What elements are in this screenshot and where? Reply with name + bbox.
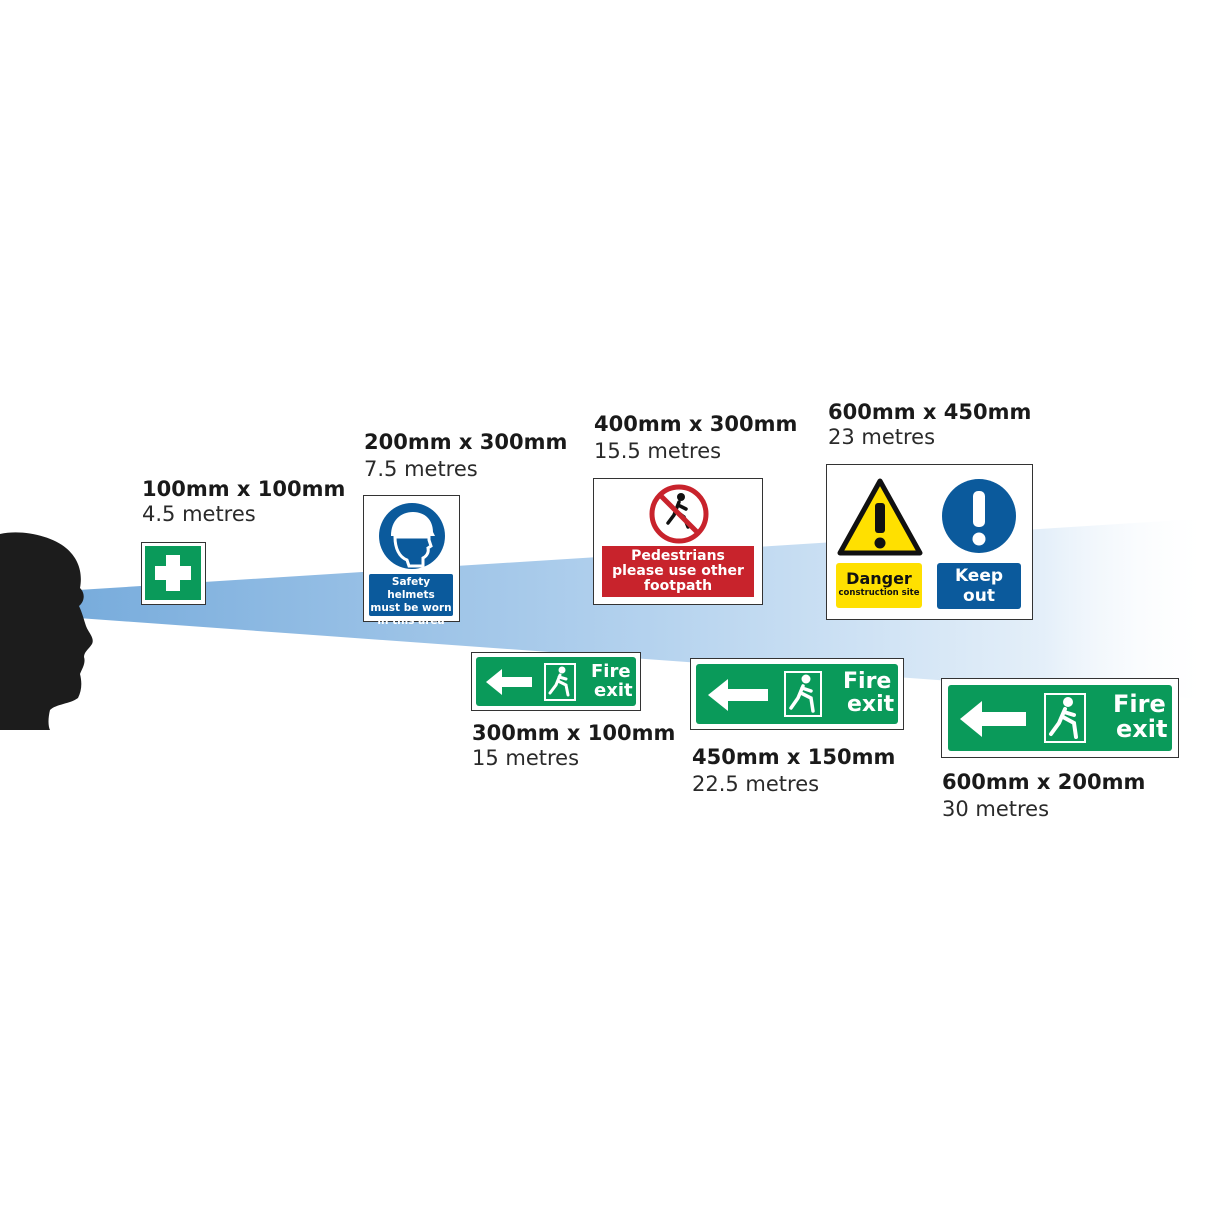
helmet-text-panel: Safety helmets must be worn in this area <box>369 574 453 627</box>
sign-1-distance: 4.5 metres <box>142 502 256 526</box>
left-arrow-icon <box>486 669 532 695</box>
running-man-icon <box>544 663 576 701</box>
head-silhouette <box>0 532 93 730</box>
warning-triangle-icon <box>837 478 923 556</box>
sign-fire-exit-small: Fire exit <box>471 652 641 711</box>
sign-2-distance: 7.5 metres <box>364 457 478 481</box>
fire-exit-large-panel: Fire exit <box>948 685 1172 751</box>
no-pedestrians-icon <box>649 484 709 544</box>
helmet-text-line-2: must be worn <box>370 602 452 614</box>
sign-2-size: 200mm x 300mm <box>364 430 568 454</box>
running-man-icon <box>1044 693 1086 743</box>
fire-exit-large-line-2: exit <box>1116 715 1168 743</box>
pedestrians-text-line-1: Pedestrians <box>631 548 725 564</box>
left-arrow-icon <box>960 701 1026 737</box>
fire-exit-medium-panel: Fire exit <box>696 664 898 724</box>
fire-exit-small-line-2: exit <box>594 680 633 701</box>
sign-3-size: 400mm x 300mm <box>594 412 798 436</box>
keep-out-panel: Keep out <box>937 563 1021 609</box>
pedestrians-text-panel: Pedestrians please use other footpath <box>602 546 754 597</box>
running-man-icon <box>784 671 822 717</box>
sign-3-distance: 15.5 metres <box>594 439 722 463</box>
danger-subtitle: construction site <box>838 588 920 598</box>
sign-pedestrians: Pedestrians please use other footpath <box>593 478 763 605</box>
helmet-mandatory-icon <box>379 503 445 569</box>
sign-5-size: 300mm x 100mm <box>472 721 676 745</box>
sign-1-size: 100mm x 100mm <box>142 477 346 501</box>
sign-6-size: 450mm x 150mm <box>692 745 896 769</box>
sign-4-distance: 23 metres <box>828 425 936 449</box>
sign-4-size: 600mm x 450mm <box>828 400 1032 424</box>
fire-exit-medium-line-1: Fire <box>843 669 892 694</box>
sign-danger-keep-out: Danger construction site Keep out <box>826 464 1033 620</box>
first-aid-cross-icon <box>155 555 191 591</box>
keep-out-line-2: out <box>963 586 995 606</box>
sign-5-distance: 15 metres <box>472 746 580 770</box>
helmet-text-line-1: Safety helmets <box>387 576 435 601</box>
pedestrians-text-line-3: footpath <box>643 578 713 594</box>
first-aid-panel <box>145 546 201 600</box>
silhouette-shape <box>0 532 93 730</box>
sign-safety-helmets: Safety helmets must be worn in this area <box>363 495 460 627</box>
left-arrow-icon <box>708 679 768 711</box>
sign-first-aid <box>141 542 206 605</box>
sign-fire-exit-medium: Fire exit <box>690 658 904 730</box>
fire-exit-small-panel: Fire exit <box>476 657 636 706</box>
fire-exit-medium-line-2: exit <box>847 692 895 717</box>
keep-out-line-1: Keep <box>954 566 1004 586</box>
helmet-text-line-3: in this area <box>377 615 445 627</box>
sign-7-distance: 30 metres <box>942 797 1050 821</box>
pedestrians-text-line-2: please use other <box>612 563 744 579</box>
sign-fire-exit-large: Fire exit <box>941 678 1179 758</box>
sign-6-distance: 22.5 metres <box>692 772 820 796</box>
danger-title: Danger <box>846 569 912 588</box>
fire-exit-small-line-1: Fire <box>591 661 631 682</box>
exclamation-mandatory-icon <box>942 479 1016 553</box>
fire-exit-large-line-1: Fire <box>1113 690 1166 718</box>
danger-panel: Danger construction site <box>836 563 922 608</box>
sign-7-size: 600mm x 200mm <box>942 770 1146 794</box>
